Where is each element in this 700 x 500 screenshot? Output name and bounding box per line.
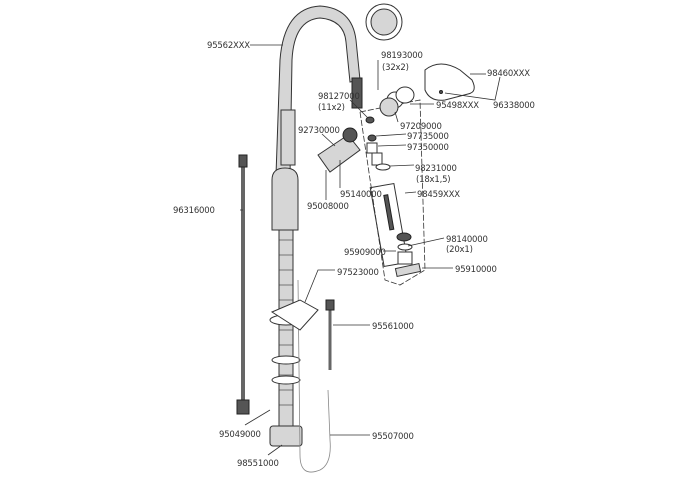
hose-fitting — [238, 154, 248, 168]
cover-ring — [379, 97, 399, 117]
label-oring-18-size: (18x1,5) — [416, 175, 450, 185]
label-oring-18: 98231000 — [415, 164, 457, 174]
spray-face-grid — [370, 8, 398, 36]
part-fitting — [371, 152, 383, 166]
label-aerator-set: 95909000 — [344, 248, 386, 258]
label-supply-hose-left: 96316000 — [173, 206, 215, 216]
mount-ring — [271, 355, 301, 365]
label-cover: 95498XXX — [436, 101, 479, 111]
pullout-hose-loop — [297, 279, 331, 473]
spout-neck — [280, 109, 296, 166]
hose-fitting — [325, 299, 335, 311]
part-97350000 — [366, 142, 378, 154]
cartridge — [317, 134, 361, 173]
label-cartridge: 92730000 — [298, 126, 340, 136]
label-pullout-hose: 95507000 — [372, 432, 414, 442]
hose-weight — [270, 299, 319, 331]
leader-lines — [240, 44, 501, 456]
aerator — [396, 232, 412, 242]
label-oring-11: 98127000 — [318, 92, 360, 102]
label-oring-20-size: (20x1) — [446, 245, 473, 255]
handle-screw — [439, 90, 443, 94]
label-oring-32-size: (32x2) — [382, 63, 409, 73]
label-95008000: 95008000 — [307, 202, 349, 212]
label-97735000: 97735000 — [407, 132, 449, 142]
label-98551000: 98551000 — [237, 459, 279, 469]
pullout-handle — [424, 63, 475, 101]
label-weight: 97523000 — [337, 268, 379, 278]
label-oring-32: 98193000 — [381, 51, 423, 61]
label-spray-head: 98459XXX — [417, 190, 460, 200]
cartridge-cap — [342, 127, 358, 143]
oring-18 — [375, 163, 391, 171]
label-oring-11-size: (11x2) — [318, 103, 345, 113]
label-screw: 95140000 — [340, 190, 382, 200]
label-mount-set: 95049000 — [219, 430, 261, 440]
part-97735000 — [367, 134, 377, 142]
label-spout: 95562XXX — [207, 41, 250, 51]
aerator-body — [397, 251, 413, 265]
label-handle: 98460XXX — [487, 69, 530, 79]
label-spray-face: 95910000 — [455, 265, 497, 275]
label-oring-20: 98140000 — [446, 235, 488, 245]
spray-head-slot — [383, 194, 395, 231]
spout-connector — [351, 77, 363, 109]
label-handle-screw: 96338000 — [493, 101, 535, 111]
oring-20 — [397, 243, 413, 251]
label-97350000: 97350000 — [407, 143, 449, 153]
mount-nut — [269, 425, 303, 447]
spray-face-plate — [394, 262, 422, 278]
label-97209000: 97209000 — [400, 122, 442, 132]
label-supply-hose-right: 95561000 — [372, 322, 414, 332]
faucet-body — [271, 167, 299, 231]
oring-32b — [395, 86, 415, 104]
mount-ring — [271, 375, 301, 385]
hose-fitting — [236, 399, 250, 415]
oring-11 — [365, 116, 375, 124]
